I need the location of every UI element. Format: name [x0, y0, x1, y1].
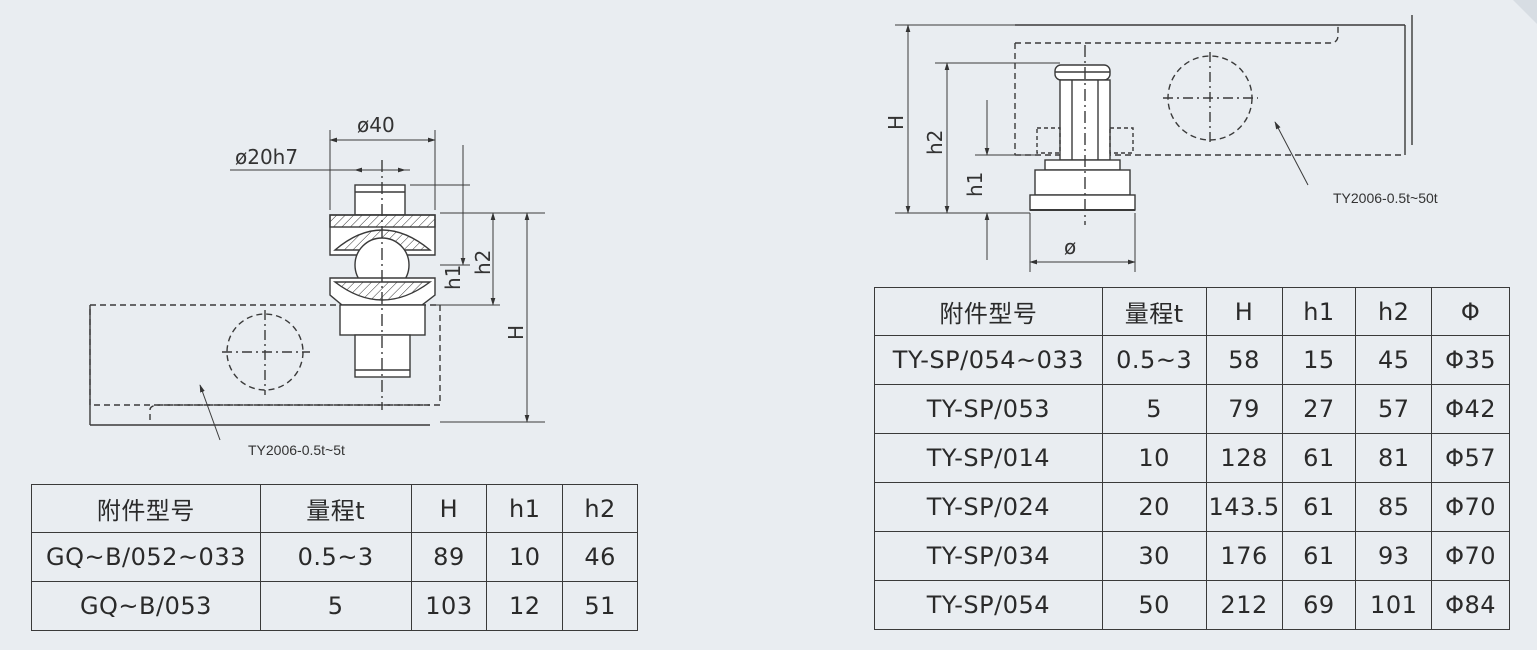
table-cell: 212 — [1205, 580, 1283, 630]
table-cell: TY-SP/034 — [874, 531, 1103, 581]
table-cell: 79 — [1205, 384, 1283, 434]
table-cell: Φ70 — [1431, 482, 1510, 532]
table-cell: 61 — [1281, 482, 1357, 532]
table-cell: TY-SP/054~033 — [874, 335, 1103, 385]
table-cell: Φ42 — [1431, 384, 1510, 434]
table-header-row: 附件型号 量程t H h1 h2 — [31, 484, 638, 533]
header-cell: h1 — [486, 484, 564, 533]
table-row: TY-SP/054 50 212 69 101 Φ84 — [874, 580, 1510, 630]
table-cell: GQ~B/052~033 — [31, 532, 261, 582]
header-cell: 附件型号 — [874, 287, 1103, 336]
right-dim-h1: h1 — [963, 172, 987, 197]
table-cell: 176 — [1205, 531, 1283, 581]
header-cell: 附件型号 — [31, 484, 261, 533]
table-cell: 51 — [562, 581, 638, 631]
table-cell: 10 — [1101, 433, 1207, 483]
table-row: TY-SP/034 30 176 61 93 Φ70 — [874, 531, 1510, 581]
header-cell: 量程t — [1101, 287, 1207, 336]
table-header-row: 附件型号 量程t H h1 h2 Φ — [874, 287, 1510, 336]
left-dim-pin-diameter: ø20h7 — [235, 145, 298, 169]
header-cell: 量程t — [259, 484, 412, 533]
table-cell: 20 — [1101, 482, 1207, 532]
right-assembly-drawing: H h2 h1 ø — [884, 15, 1413, 272]
table-row: TY-SP/024 20 143.5 61 85 Φ70 — [874, 482, 1510, 532]
header-cell: h2 — [562, 484, 638, 533]
table-row: GQ~B/052~033 0.5~3 89 10 46 — [31, 532, 638, 582]
table-cell: 103 — [410, 581, 488, 631]
table-cell: 0.5~3 — [1101, 335, 1207, 385]
table-cell: 12 — [486, 581, 564, 631]
header-cell: h1 — [1281, 287, 1357, 336]
table-cell: 61 — [1281, 531, 1357, 581]
table-cell: Φ57 — [1431, 433, 1510, 483]
table-cell: 5 — [1101, 384, 1207, 434]
table-cell: 58 — [1205, 335, 1283, 385]
table-cell: 5 — [259, 581, 412, 631]
table-cell: TY-SP/024 — [874, 482, 1103, 532]
table-cell: 89 — [410, 532, 488, 582]
left-dim-H: H — [504, 325, 528, 340]
left-dim-h1: h1 — [441, 265, 465, 290]
right-dim-diameter: ø — [1064, 235, 1076, 259]
table-cell: Φ84 — [1431, 580, 1510, 630]
table-cell: 50 — [1101, 580, 1207, 630]
right-dim-h2: h2 — [923, 130, 947, 155]
table-cell: 15 — [1281, 335, 1357, 385]
table-cell: 10 — [486, 532, 564, 582]
header-cell: H — [1205, 287, 1283, 336]
table-cell: 27 — [1281, 384, 1357, 434]
table-cell: 45 — [1355, 335, 1433, 385]
left-spec-table: 附件型号 量程t H h1 h2 GQ~B/052~033 0.5~3 89 1… — [31, 484, 638, 631]
table-cell: 57 — [1355, 384, 1433, 434]
table-row: GQ~B/053 5 103 12 51 — [31, 581, 638, 631]
table-cell: 69 — [1281, 580, 1357, 630]
table-cell: Φ70 — [1431, 531, 1510, 581]
table-cell: 85 — [1355, 482, 1433, 532]
table-cell: 46 — [562, 532, 638, 582]
right-dim-H: H — [884, 115, 908, 130]
table-cell: 143.5 — [1205, 482, 1283, 532]
table-row: TY-SP/054~033 0.5~3 58 15 45 Φ35 — [874, 335, 1510, 385]
left-dim-outer-diameter: ø40 — [357, 113, 395, 137]
table-cell: 30 — [1101, 531, 1207, 581]
table-cell: 0.5~3 — [259, 532, 412, 582]
right-caption: TY2006-0.5t~50t — [1333, 190, 1438, 206]
table-row: TY-SP/053 5 79 27 57 Φ42 — [874, 384, 1510, 434]
left-top-pin — [354, 184, 406, 216]
table-cell: Φ35 — [1431, 335, 1510, 385]
left-dim-h2: h2 — [471, 250, 495, 275]
left-caption: TY2006-0.5t~5t — [248, 442, 345, 458]
table-row: TY-SP/014 10 128 61 81 Φ57 — [874, 433, 1510, 483]
table-cell: TY-SP/014 — [874, 433, 1103, 483]
header-cell: Φ — [1431, 287, 1510, 336]
page-corner — [1513, 0, 1537, 24]
header-cell: h2 — [1355, 287, 1433, 336]
table-cell: 101 — [1355, 580, 1433, 630]
table-cell: 128 — [1205, 433, 1283, 483]
table-cell: TY-SP/053 — [874, 384, 1103, 434]
header-cell: H — [410, 484, 488, 533]
table-cell: 81 — [1355, 433, 1433, 483]
right-spec-table: 附件型号 量程t H h1 h2 Φ TY-SP/054~033 0.5~3 5… — [874, 287, 1510, 630]
table-cell: 93 — [1355, 531, 1433, 581]
left-assembly-drawing: ø40 ø20h7 h1 h2 H — [89, 113, 545, 441]
table-cell: 61 — [1281, 433, 1357, 483]
table-cell: TY-SP/054 — [874, 580, 1103, 630]
table-cell: GQ~B/053 — [31, 581, 261, 631]
